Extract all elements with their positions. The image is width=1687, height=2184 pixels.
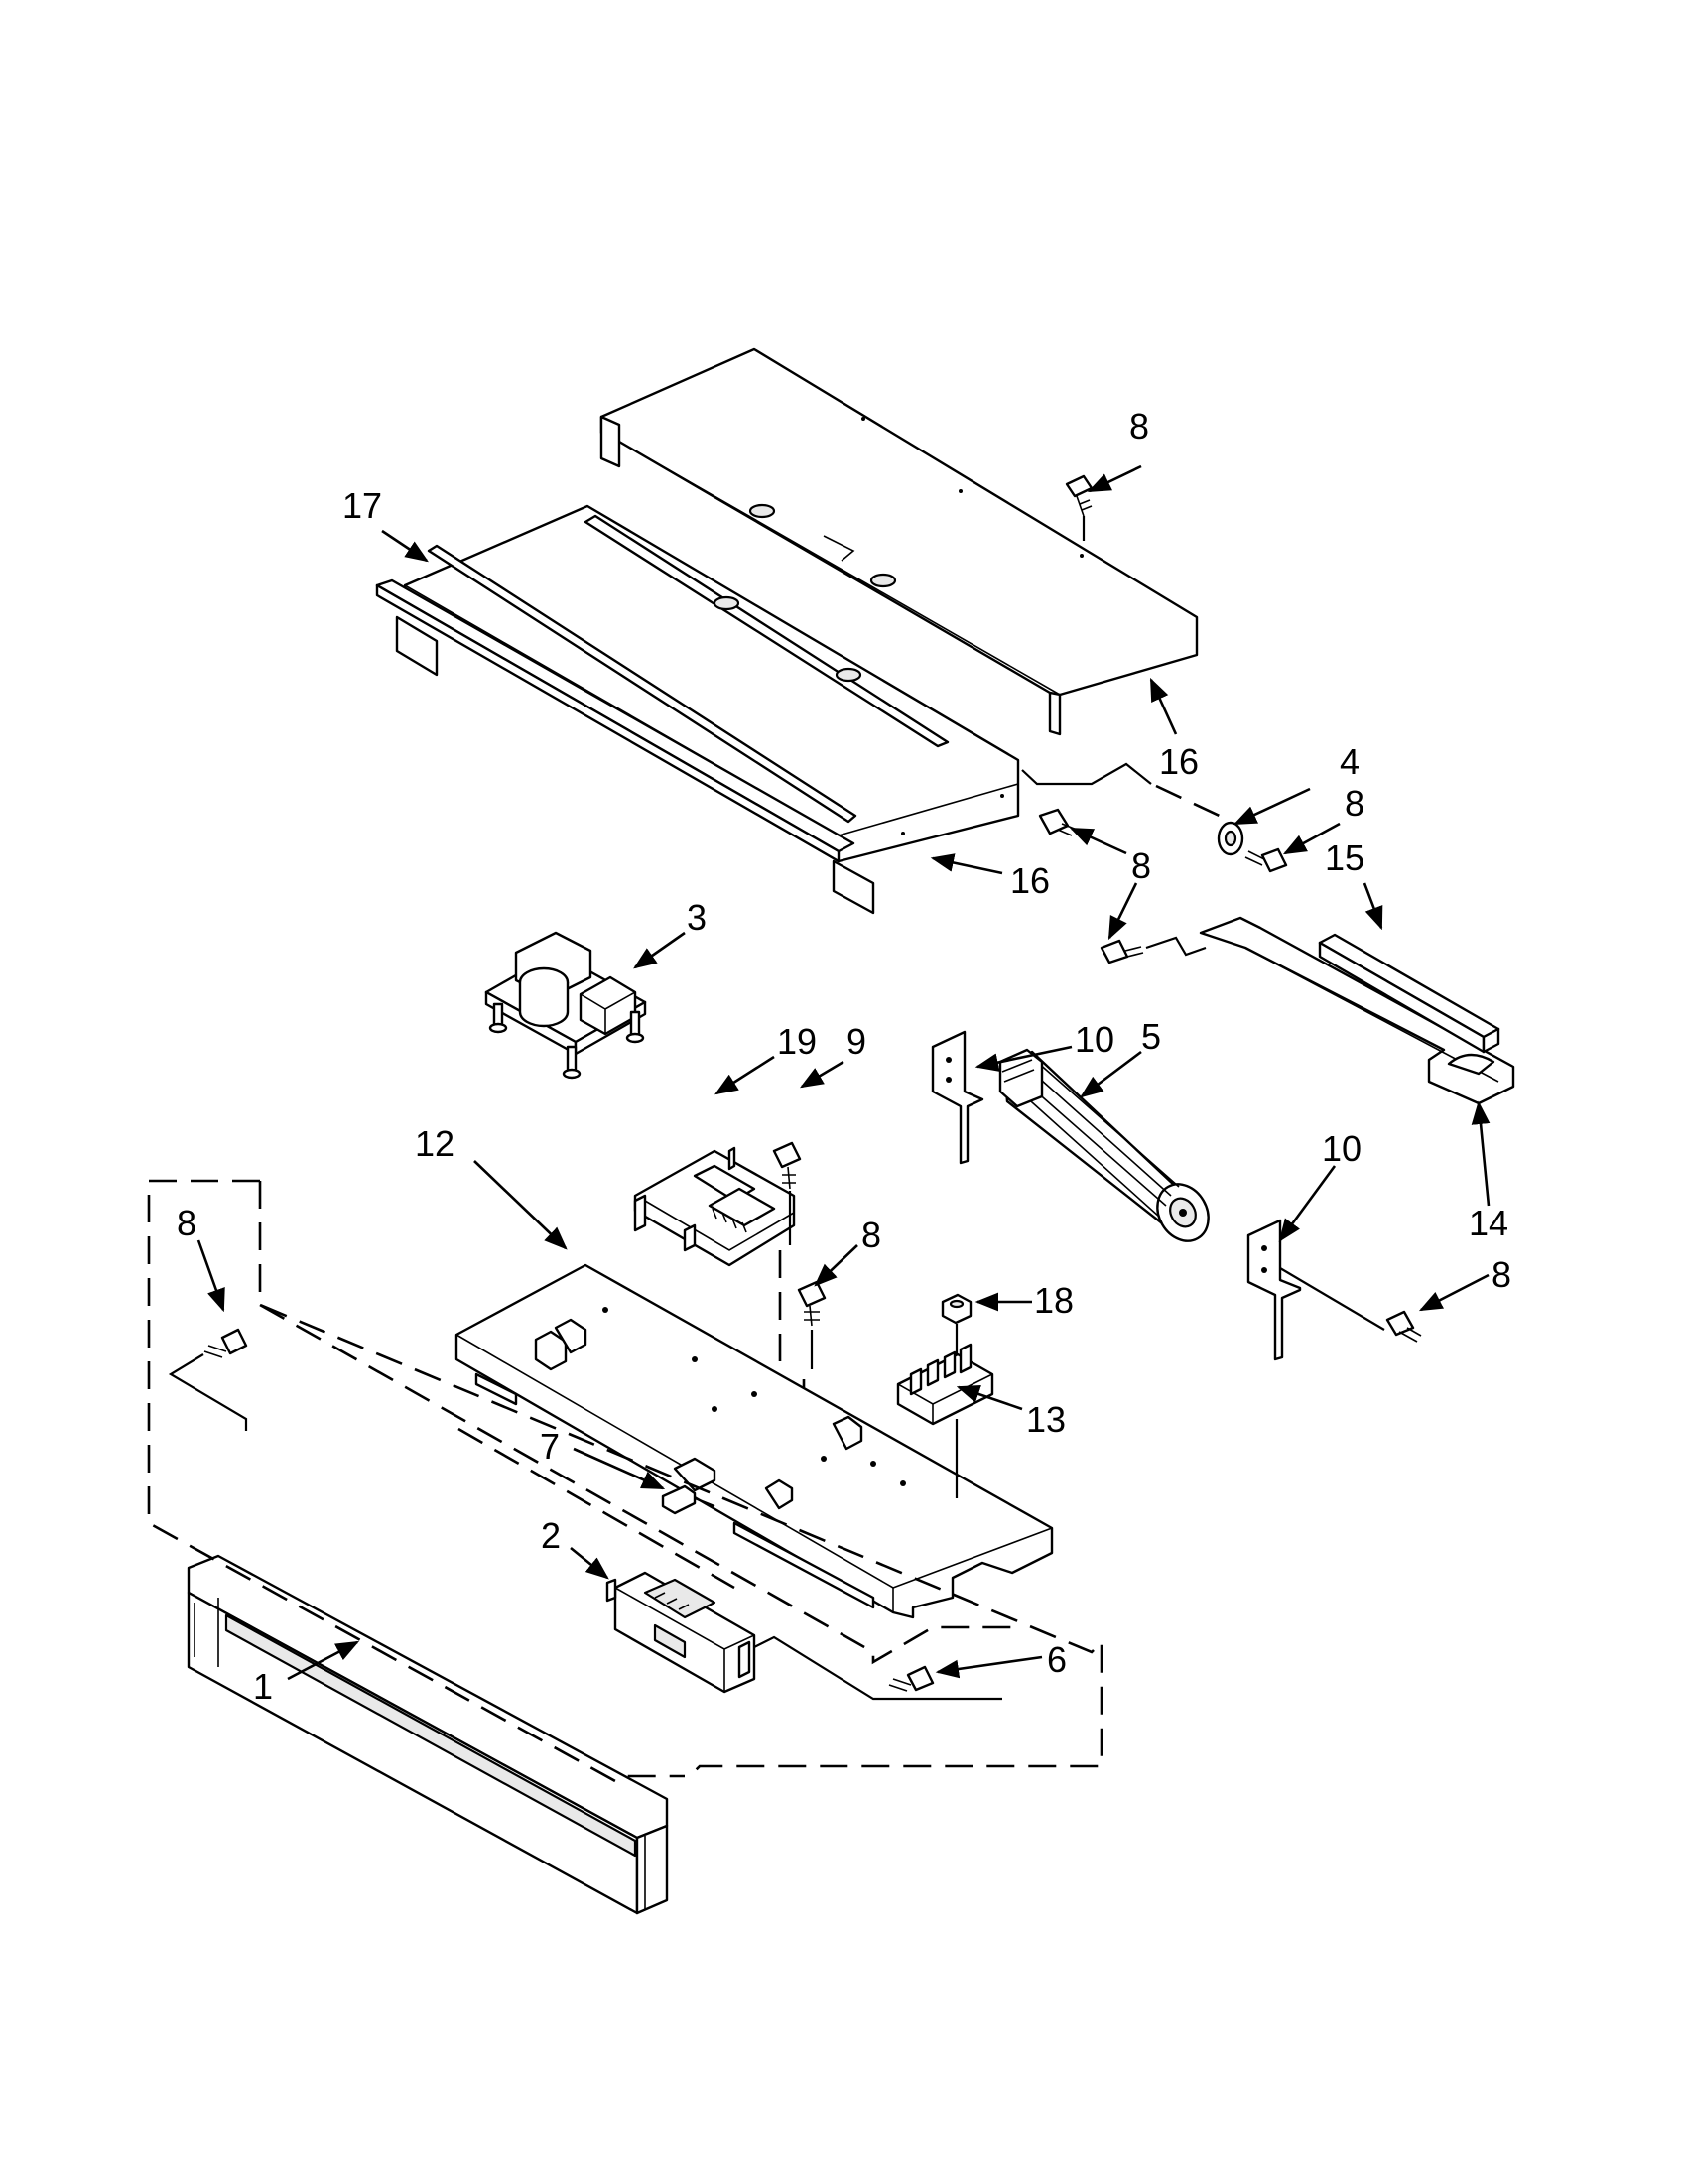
callout-8-cover: 8 [1131,845,1151,886]
part-17-rear-cover [599,347,1199,736]
screw-8-bracket [1385,1310,1422,1343]
callout-5: 5 [1141,1016,1161,1057]
part-4-grommet [1217,821,1244,856]
callout-8-panel: 8 [861,1215,881,1255]
screw-8-top [1065,474,1094,541]
callout-13: 12 [415,1123,454,1164]
callout-3: 3 [687,897,707,938]
screw-8-left [168,1328,248,1431]
part-10-bracket-left [931,1030,984,1165]
part-19-control-housing [633,1146,796,1267]
callout-17: 16 [1159,741,1199,782]
part-7-clip [661,1484,715,1515]
part-12-terminal-block [896,1343,994,1498]
callout-8-left: 8 [177,1203,196,1243]
callout-2: 2 [541,1515,561,1556]
part-6-screw [888,1665,935,1692]
callout-10-left: 10 [1075,1019,1114,1060]
part-5-blower-fan [998,1048,1210,1242]
callout-6: 6 [1047,1639,1067,1680]
callout-7: 7 [540,1426,560,1467]
callout-8-top: 8 [1129,406,1149,447]
callout-8-grommet: 8 [1345,783,1364,824]
callout-16: 16 [1010,860,1050,901]
part-2-control-board [605,1571,1002,1701]
callout-arrows [196,464,1491,1681]
part-1-control-panel-trim [187,1554,669,1915]
callout-19: 19 [777,1021,817,1062]
screw-8-cover-side [1021,762,1227,836]
screw-8-grommet [1244,847,1288,873]
callout-9: 9 [846,1021,866,1062]
part-13-base-plate [454,1263,1054,1619]
part-11-insulation-strip [1318,933,1500,1054]
callout-11: 15 [1325,837,1364,878]
callout-8-bracket: 8 [1492,1254,1511,1295]
screw-8-rail [1100,939,1144,964]
part-3-power-board [484,931,647,1080]
callout-15: 17 [342,485,382,526]
part-10-bracket-right [1246,1219,1385,1361]
callout-labels: 8 17 16 4 8 16 8 15 3 10 5 14 19 9 12 10… [177,406,1511,1707]
callout-18: 18 [1034,1280,1074,1321]
part-18-nut [941,1293,973,1359]
callout-10-right: 10 [1322,1128,1362,1169]
callout-1: 1 [253,1666,273,1707]
callout-4: 4 [1340,741,1360,782]
dashed-assembly-lines [147,1179,1103,1783]
part-16-top-cover [375,504,1020,915]
callout-14: 14 [1469,1203,1508,1243]
callout-12: 13 [1026,1399,1066,1440]
